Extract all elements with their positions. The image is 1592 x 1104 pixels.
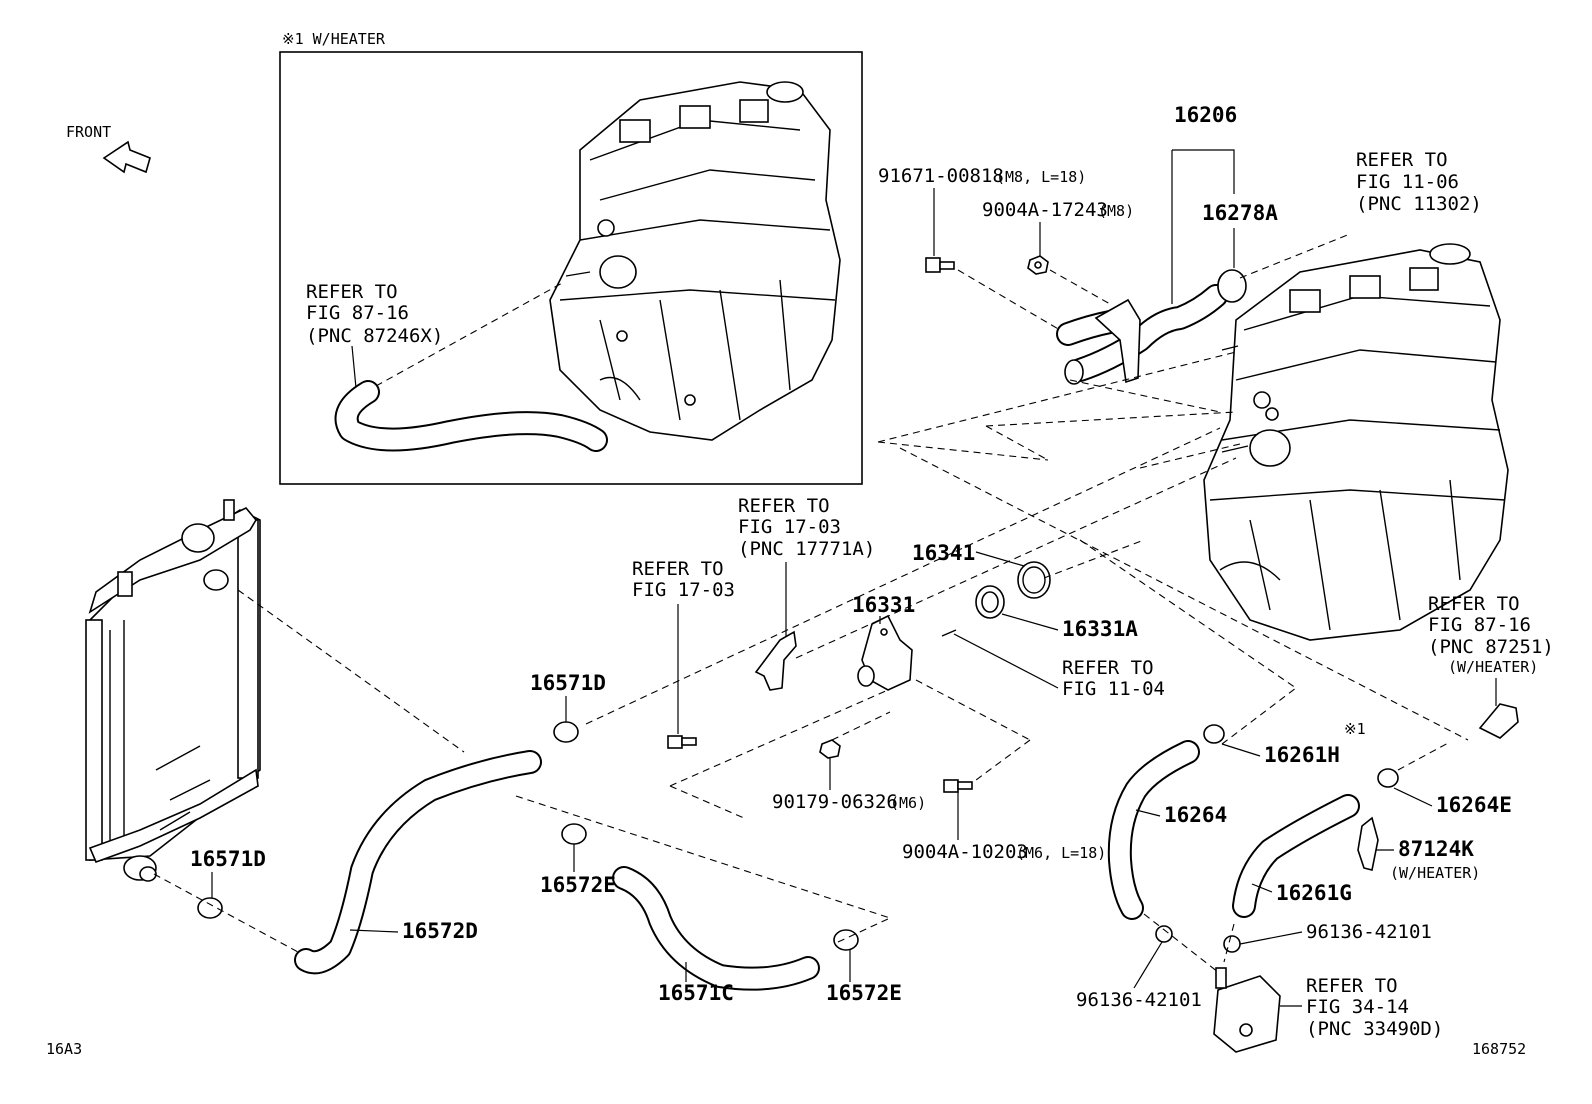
gasket-16341	[1017, 561, 1051, 599]
label-16264E: 16264E	[1436, 793, 1512, 817]
refer-fig1106-line1: REFER TO	[1356, 149, 1448, 171]
refer-fig1703b-line2: FIG 17-03	[632, 579, 735, 601]
refer-fig3414-line2: FIG 34-14	[1306, 996, 1409, 1018]
label-16571D-top: 16571D	[530, 671, 606, 695]
label-16331A: 16331A	[1062, 617, 1138, 641]
label-16571C: 16571C	[658, 981, 734, 1005]
label-87124K: 87124K	[1398, 837, 1474, 861]
label-91671-00818: 91671-00818	[878, 165, 1004, 187]
nut-9004A-17243	[1027, 255, 1049, 275]
refer-fig1703a-line2: FIG 17-03	[738, 516, 841, 538]
label-96136-42101-b: 96136-42101	[1076, 989, 1202, 1011]
inset-refer-line1: REFER TO	[306, 281, 398, 303]
inset-title: ※1 W/HEATER	[282, 30, 386, 48]
inset-engine-block-drawing	[549, 81, 841, 441]
refer-fig1703a-line3: (PNC 17771A)	[738, 538, 875, 560]
connector-87124K	[1357, 816, 1379, 871]
label-mark1: ※1	[1344, 720, 1366, 738]
inset-refer-line3: (PNC 87246X)	[306, 325, 443, 347]
connector-fig8716	[1478, 703, 1519, 739]
label-87124K-note: (W/HEATER)	[1390, 864, 1480, 882]
label-9004A-10203-note: (M6, L=18)	[1016, 844, 1106, 862]
label-16572E-b: 16572E	[826, 981, 902, 1005]
dashed-leaders	[153, 233, 1469, 973]
label-16572E-a: 16572E	[540, 873, 616, 897]
label-16571D-bottom: 16571D	[190, 847, 266, 871]
bracket-drawing	[754, 630, 797, 691]
refer-fig1104-line2: FIG 11-04	[1062, 678, 1165, 700]
refer-fig1106-line2: FIG 11-06	[1356, 171, 1459, 193]
label-16264: 16264	[1164, 803, 1227, 827]
gasket-16278A	[1217, 269, 1247, 303]
refer-fig8716-line2: FIG 87-16	[1428, 614, 1531, 636]
bolt-91671	[925, 257, 955, 273]
refer-fig8716-line4: (W/HEATER)	[1448, 658, 1538, 676]
front-arrow: FRONT	[66, 123, 151, 174]
code-right: 168752	[1472, 1040, 1526, 1058]
refer-fig8716-line3: (PNC 87251)	[1428, 636, 1554, 658]
label-16572D: 16572D	[402, 919, 478, 943]
inset-heater-hose	[334, 281, 608, 452]
refer-fig3414-line1: REFER TO	[1306, 975, 1398, 997]
refer-fig3414-line3: (PNC 33490D)	[1306, 1018, 1443, 1040]
radiator-drawing	[85, 499, 261, 882]
small-bolts	[667, 629, 973, 793]
clamps	[197, 721, 1399, 953]
water-inlet-16331	[857, 614, 913, 691]
label-16261G: 16261G	[1276, 881, 1352, 905]
label-9004A-17243: 9004A-17243	[982, 199, 1108, 221]
thermostat-16331A	[975, 585, 1005, 619]
refer-fig1703b-line1: REFER TO	[632, 558, 724, 580]
refer-fig8716-line1: REFER TO	[1428, 593, 1520, 615]
label-16341: 16341	[912, 541, 975, 565]
label-16206: 16206	[1174, 103, 1237, 127]
label-16261H: 16261H	[1264, 743, 1340, 767]
label-16278A: 16278A	[1202, 201, 1278, 225]
label-90179-06326: 90179-06326	[772, 791, 898, 813]
water-outlet-pipe-16206	[1056, 271, 1239, 385]
inset-heater-box: ※1 W/HEATER REFER TO FIG 87-16 (PNC 8724…	[279, 30, 863, 485]
label-16331: 16331	[852, 593, 915, 617]
front-label: FRONT	[66, 123, 111, 141]
hose-16261G	[1232, 794, 1360, 918]
label-96136-42101-a: 96136-42101	[1306, 921, 1432, 943]
hose-16572D	[294, 750, 542, 975]
part-labels: 16206 16278A 91671-00818 (M8, L=18) 9004…	[46, 103, 1554, 1058]
label-9004A-17243-note: (M8)	[1098, 202, 1134, 220]
main-engine-block-drawing	[1203, 243, 1509, 641]
label-91671-note: (M8, L=18)	[996, 168, 1086, 186]
oil-cooler-drawing	[1213, 967, 1281, 1053]
hose-16571C	[612, 866, 820, 991]
label-9004A-10203: 9004A-10203	[902, 841, 1028, 863]
refer-fig1104-line1: REFER TO	[1062, 657, 1154, 679]
hose-16264	[1107, 740, 1200, 920]
refer-fig1703a-line1: REFER TO	[738, 495, 830, 517]
label-90179-note: (M6)	[890, 794, 926, 812]
refer-fig1106-line3: (PNC 11302)	[1356, 193, 1482, 215]
code-left: 16A3	[46, 1040, 82, 1058]
inset-refer-line2: FIG 87-16	[306, 302, 409, 324]
